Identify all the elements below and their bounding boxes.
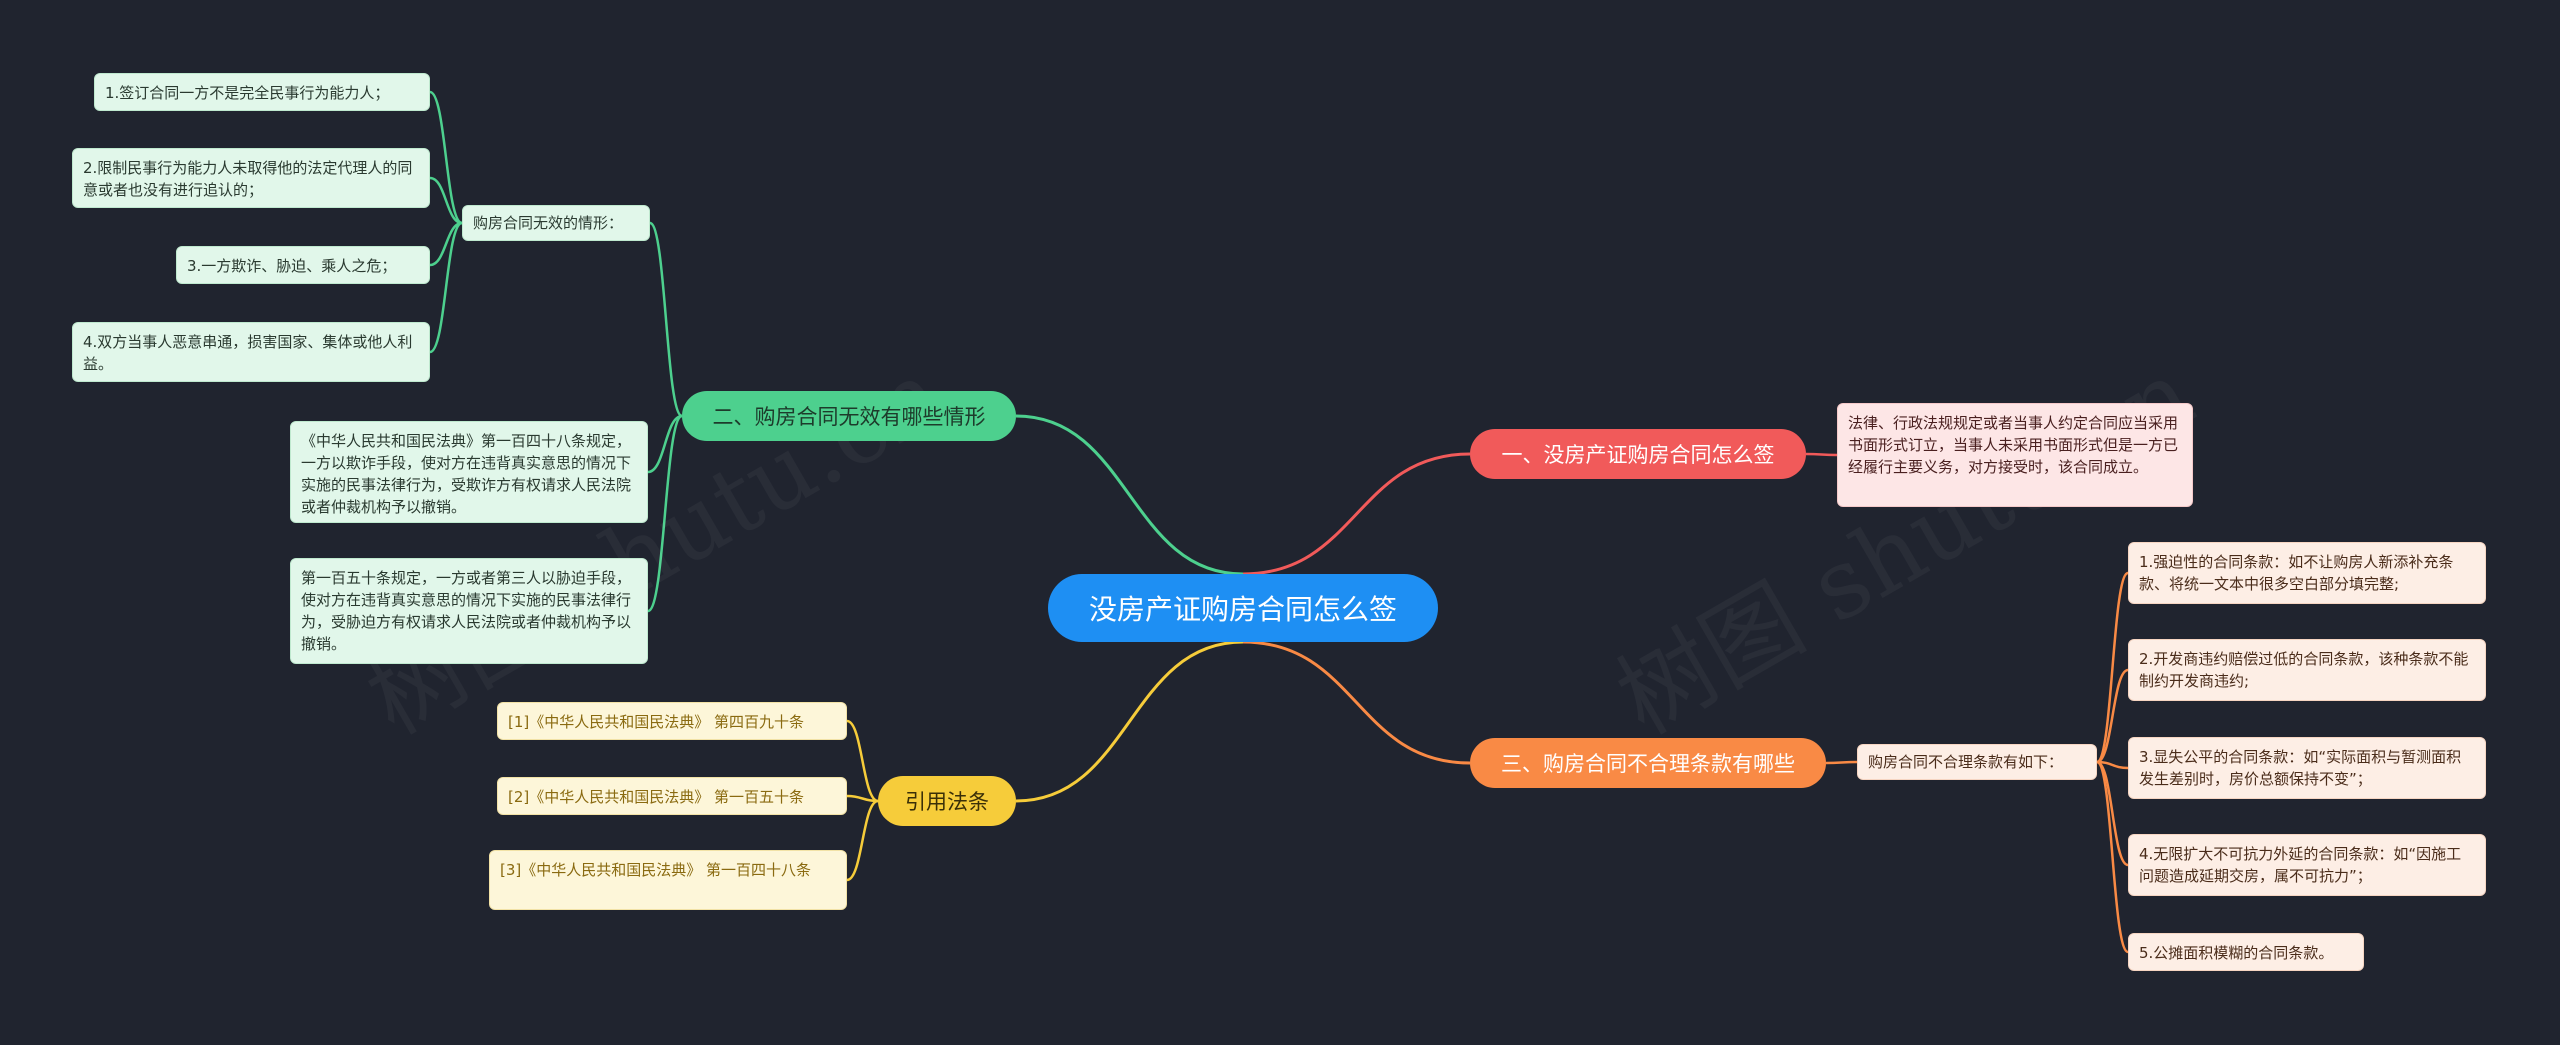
root-topic[interactable]: 没房产证购房合同怎么签 — [1048, 574, 1438, 642]
connector-sub-item2 — [429, 176, 463, 225]
connector-root-b4 — [1015, 640, 1244, 803]
connector-b1-leaf — [1805, 452, 1838, 457]
connector-b3-item3 — [2096, 760, 2129, 770]
cited-law-item-1[interactable]: [1]《中华人民共和国民法典》 第四百九十条 — [497, 702, 847, 740]
invalid-case-item-1[interactable]: 1.签订合同一方不是完全民事行为能力人； — [94, 73, 430, 111]
connector-b3-item5 — [2095, 760, 2130, 954]
branch-topic-invalid-contract[interactable]: 二、购房合同无效有哪些情形 — [682, 391, 1016, 441]
connector-b2-sub — [648, 221, 684, 418]
invalid-case-item-3[interactable]: 3.一方欺诈、胁迫、乘人之危； — [176, 246, 430, 284]
unfair-clause-item-4[interactable]: 4.无限扩大不可抗力外延的合同条款：如“因施工问题造成延期交房，属不可抗力”； — [2128, 834, 2486, 896]
unfair-clause-item-2[interactable]: 2.开发商违约赔偿过低的合同条款，该种条款不能制约开发商违约; — [2128, 639, 2486, 701]
connector-root-b2 — [1015, 414, 1244, 576]
connector-root-b3 — [1242, 640, 1471, 765]
sub-topic-invalid-cases[interactable]: 购房合同无效的情形： — [462, 205, 650, 241]
cited-law-item-2[interactable]: [2]《中华人民共和国民法典》 第一百五十条 — [497, 777, 847, 815]
connector-root-b1 — [1242, 452, 1471, 576]
law-article-148-note[interactable]: 《中华人民共和国民法典》第一百四十八条规定，一方以欺诈手段，使对方在违背真实意思… — [290, 421, 648, 523]
branch-topic-cited-laws[interactable]: 引用法条 — [878, 776, 1016, 826]
invalid-case-item-2[interactable]: 2.限制民事行为能力人未取得他的法定代理人的同意或者也没有进行追认的； — [72, 148, 430, 208]
connector-b2-law1 — [647, 414, 683, 474]
unfair-clause-item-5[interactable]: 5.公摊面积模糊的合同条款。 — [2128, 933, 2364, 971]
law-article-150-note[interactable]: 第一百五十条规定，一方或者第三人以胁迫手段，使对方在违背真实意思的情况下实施的民… — [290, 558, 648, 664]
connector-b4-item2 — [846, 794, 879, 803]
invalid-case-item-4[interactable]: 4.双方当事人恶意串通，损害国家、集体或他人利益。 — [72, 322, 430, 382]
sub-topic-unfair-clauses[interactable]: 购房合同不合理条款有如下： — [1857, 744, 2097, 780]
unfair-clause-item-3[interactable]: 3.显失公平的合同条款：如“实际面积与暂测面积发生差别时，房价总额保持不变”； — [2128, 737, 2486, 799]
connector-b2-law2 — [647, 414, 683, 613]
connector-b3-sub — [1825, 760, 1858, 765]
connector-sub-item1 — [429, 90, 463, 225]
leaf-contract-formation[interactable]: 法律、行政法规规定或者当事人约定合同应当采用书面形式订立，当事人未采用书面形式但… — [1837, 403, 2193, 507]
connector-b3-item2 — [2096, 668, 2129, 764]
connector-sub-item4 — [429, 221, 463, 354]
unfair-clause-item-1[interactable]: 1.强迫性的合同条款：如不让购房人新添补充条款、将统一文本中很多空白部分填完整; — [2128, 542, 2486, 604]
branch-topic-how-to-sign[interactable]: 一、没房产证购房合同怎么签 — [1470, 429, 1806, 479]
cited-law-item-3[interactable]: [3]《中华人民共和国民法典》 第一百四十八条 — [489, 850, 847, 910]
branch-topic-unfair-clauses[interactable]: 三、购房合同不合理条款有哪些 — [1470, 738, 1826, 788]
connector-b3-item1 — [2095, 571, 2130, 764]
connector-b4-item1 — [846, 719, 879, 803]
connector-b4-item3 — [846, 799, 879, 882]
